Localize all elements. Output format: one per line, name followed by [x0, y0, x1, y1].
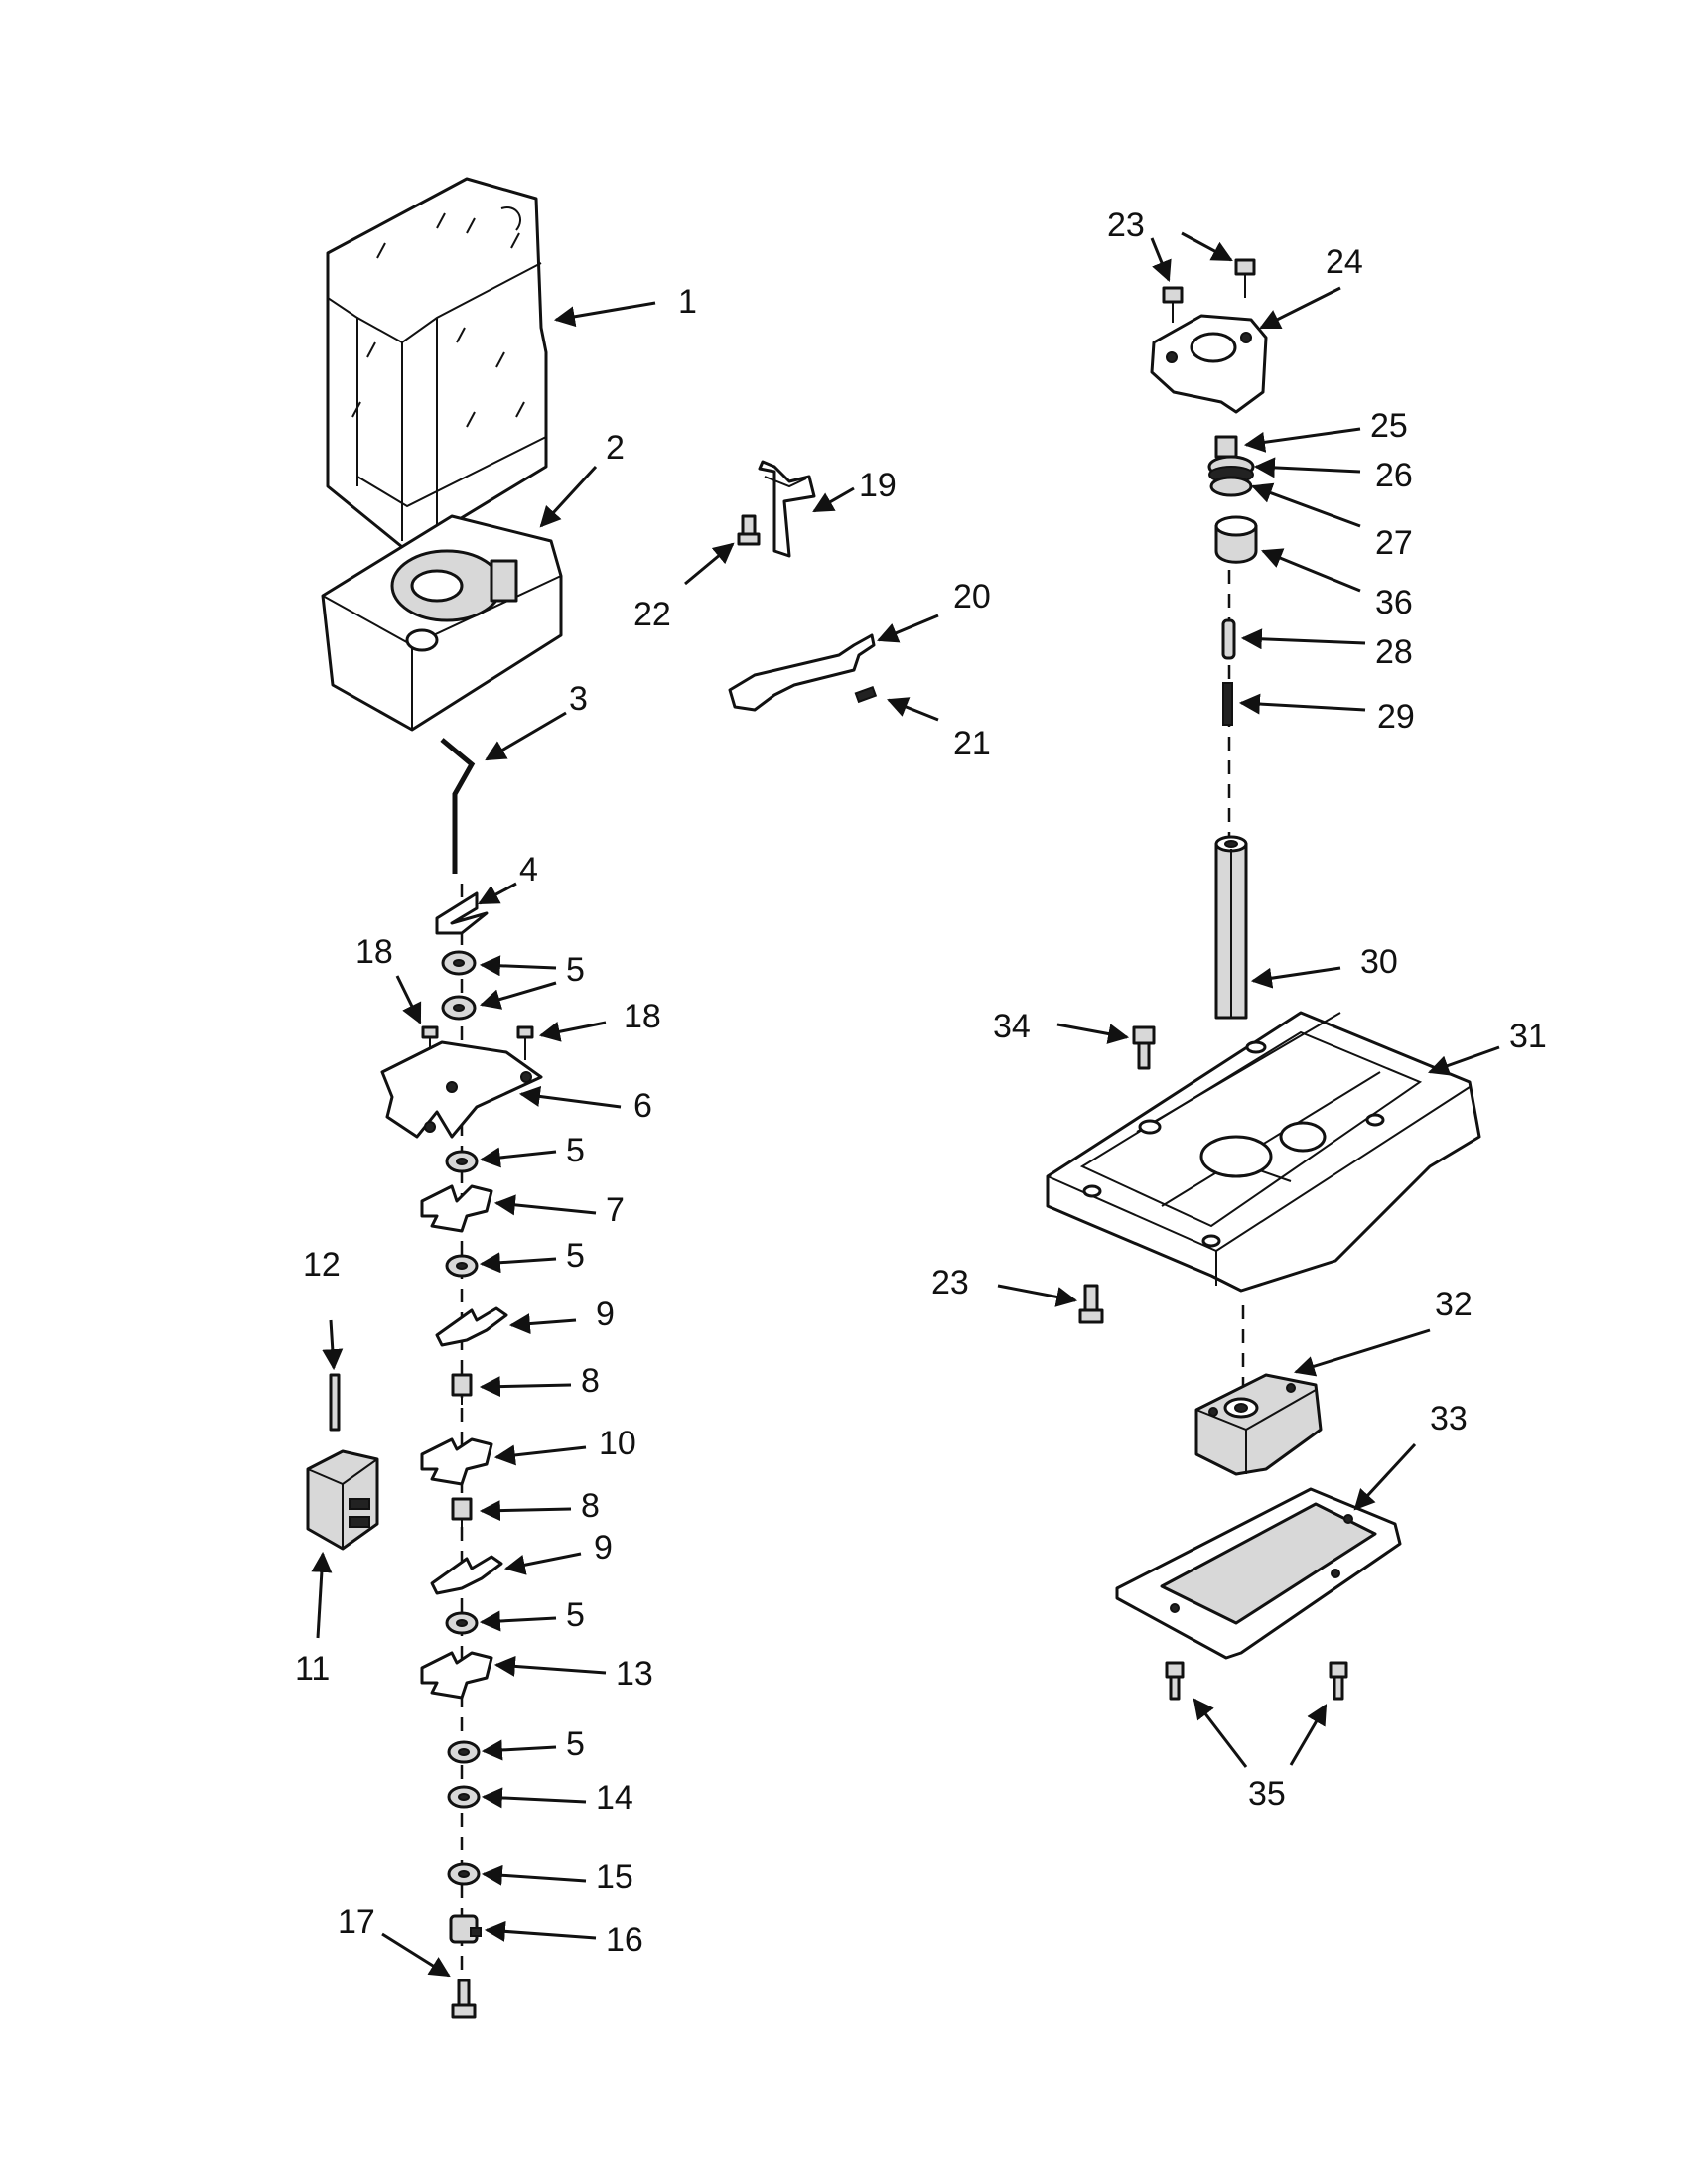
- label-24: 24: [1326, 243, 1363, 281]
- label-23-top: 23: [1107, 206, 1145, 244]
- part-1-cover: [326, 177, 548, 553]
- label-5-top: 5: [566, 951, 585, 989]
- label-36: 36: [1375, 584, 1413, 621]
- part-28-pin: [1221, 618, 1236, 660]
- part-33-cover-plate: [1115, 1487, 1402, 1660]
- label-3: 3: [569, 680, 588, 718]
- part-34-screw: [1132, 1025, 1156, 1070]
- label-5-d: 5: [566, 1237, 585, 1275]
- label-7: 7: [606, 1191, 625, 1229]
- label-10: 10: [599, 1425, 636, 1462]
- part-11-switch-block: [306, 1449, 379, 1551]
- part-31-base-frame: [1046, 1011, 1481, 1293]
- part-21-spring: [854, 685, 878, 704]
- part-10-cam: [420, 1437, 493, 1486]
- part-5-washer-b: [441, 995, 477, 1021]
- part-35-screw-right: [1329, 1661, 1348, 1701]
- label-22: 22: [633, 596, 671, 633]
- part-14-washer: [447, 1785, 481, 1809]
- part-8-spacer-bottom: [451, 1497, 473, 1529]
- label-18-right: 18: [624, 998, 661, 1035]
- label-15: 15: [596, 1858, 633, 1896]
- part-2-motor-housing: [321, 514, 563, 732]
- part-7-cam: [420, 1184, 493, 1233]
- part-36-bushing: [1214, 515, 1258, 564]
- part-5-washer-c: [445, 1150, 479, 1173]
- part-17-screw: [451, 1979, 477, 2019]
- part-24-mounting-plate: [1150, 314, 1268, 414]
- part-3-rod: [440, 738, 476, 874]
- part-8-spacer-top: [451, 1373, 473, 1405]
- part-13-cam: [420, 1651, 493, 1700]
- label-18-left: 18: [355, 933, 393, 971]
- part-16-hub: [449, 1914, 482, 1944]
- label-21: 21: [953, 725, 991, 762]
- label-31: 31: [1509, 1018, 1547, 1055]
- part-5-washer-f: [447, 1740, 481, 1764]
- part-4-clip: [435, 891, 489, 935]
- label-5-c: 5: [566, 1132, 585, 1169]
- label-23-lower: 23: [931, 1264, 969, 1301]
- part-6-bracket: [380, 1040, 543, 1139]
- part-19-bracket: [758, 460, 816, 558]
- label-9-top: 9: [596, 1296, 615, 1333]
- part-5-washer-e: [445, 1611, 479, 1635]
- part-5-washer-a: [441, 950, 477, 976]
- label-26: 26: [1375, 457, 1413, 494]
- part-5-washer-d: [445, 1254, 479, 1278]
- part-23-screw-lower: [1078, 1284, 1104, 1324]
- label-9-bottom: 9: [594, 1529, 613, 1567]
- part-9-lever-bottom: [430, 1555, 503, 1595]
- part-35-screw-left: [1165, 1661, 1185, 1701]
- part-18-screw-right: [516, 1025, 534, 1060]
- label-4: 4: [519, 851, 538, 888]
- label-2: 2: [606, 429, 625, 467]
- label-17: 17: [338, 1903, 375, 1941]
- label-5-f: 5: [566, 1725, 585, 1763]
- label-5-e: 5: [566, 1596, 585, 1634]
- part-30-shaft: [1214, 835, 1248, 1020]
- part-22-screw: [737, 514, 761, 546]
- label-25: 25: [1370, 407, 1408, 445]
- part-15-washer: [447, 1862, 481, 1886]
- label-19: 19: [859, 467, 897, 504]
- part-12-pin: [329, 1373, 341, 1432]
- label-8-bottom: 8: [581, 1487, 600, 1525]
- part-23-screw-top-left: [1162, 286, 1184, 323]
- part-32-motor: [1194, 1373, 1323, 1476]
- label-13: 13: [616, 1655, 653, 1693]
- label-11: 11: [295, 1650, 330, 1688]
- label-35: 35: [1248, 1775, 1286, 1813]
- label-12: 12: [303, 1246, 341, 1284]
- part-23-screw-top-right: [1234, 258, 1256, 298]
- label-30: 30: [1360, 943, 1398, 981]
- label-1: 1: [678, 283, 697, 321]
- label-33: 33: [1430, 1400, 1468, 1437]
- label-32: 32: [1435, 1286, 1473, 1323]
- part-25-26-27-gear-stack: [1207, 435, 1255, 497]
- part-29-spring: [1222, 682, 1233, 726]
- label-29: 29: [1377, 698, 1415, 736]
- label-28: 28: [1375, 633, 1413, 671]
- part-20-lever: [728, 633, 876, 712]
- label-20: 20: [953, 578, 991, 615]
- label-27: 27: [1375, 524, 1413, 562]
- label-14: 14: [596, 1779, 633, 1817]
- label-34: 34: [993, 1008, 1031, 1045]
- part-9-lever-top: [435, 1306, 508, 1347]
- label-6: 6: [633, 1087, 652, 1125]
- label-8-top: 8: [581, 1362, 600, 1400]
- label-16: 16: [606, 1921, 643, 1959]
